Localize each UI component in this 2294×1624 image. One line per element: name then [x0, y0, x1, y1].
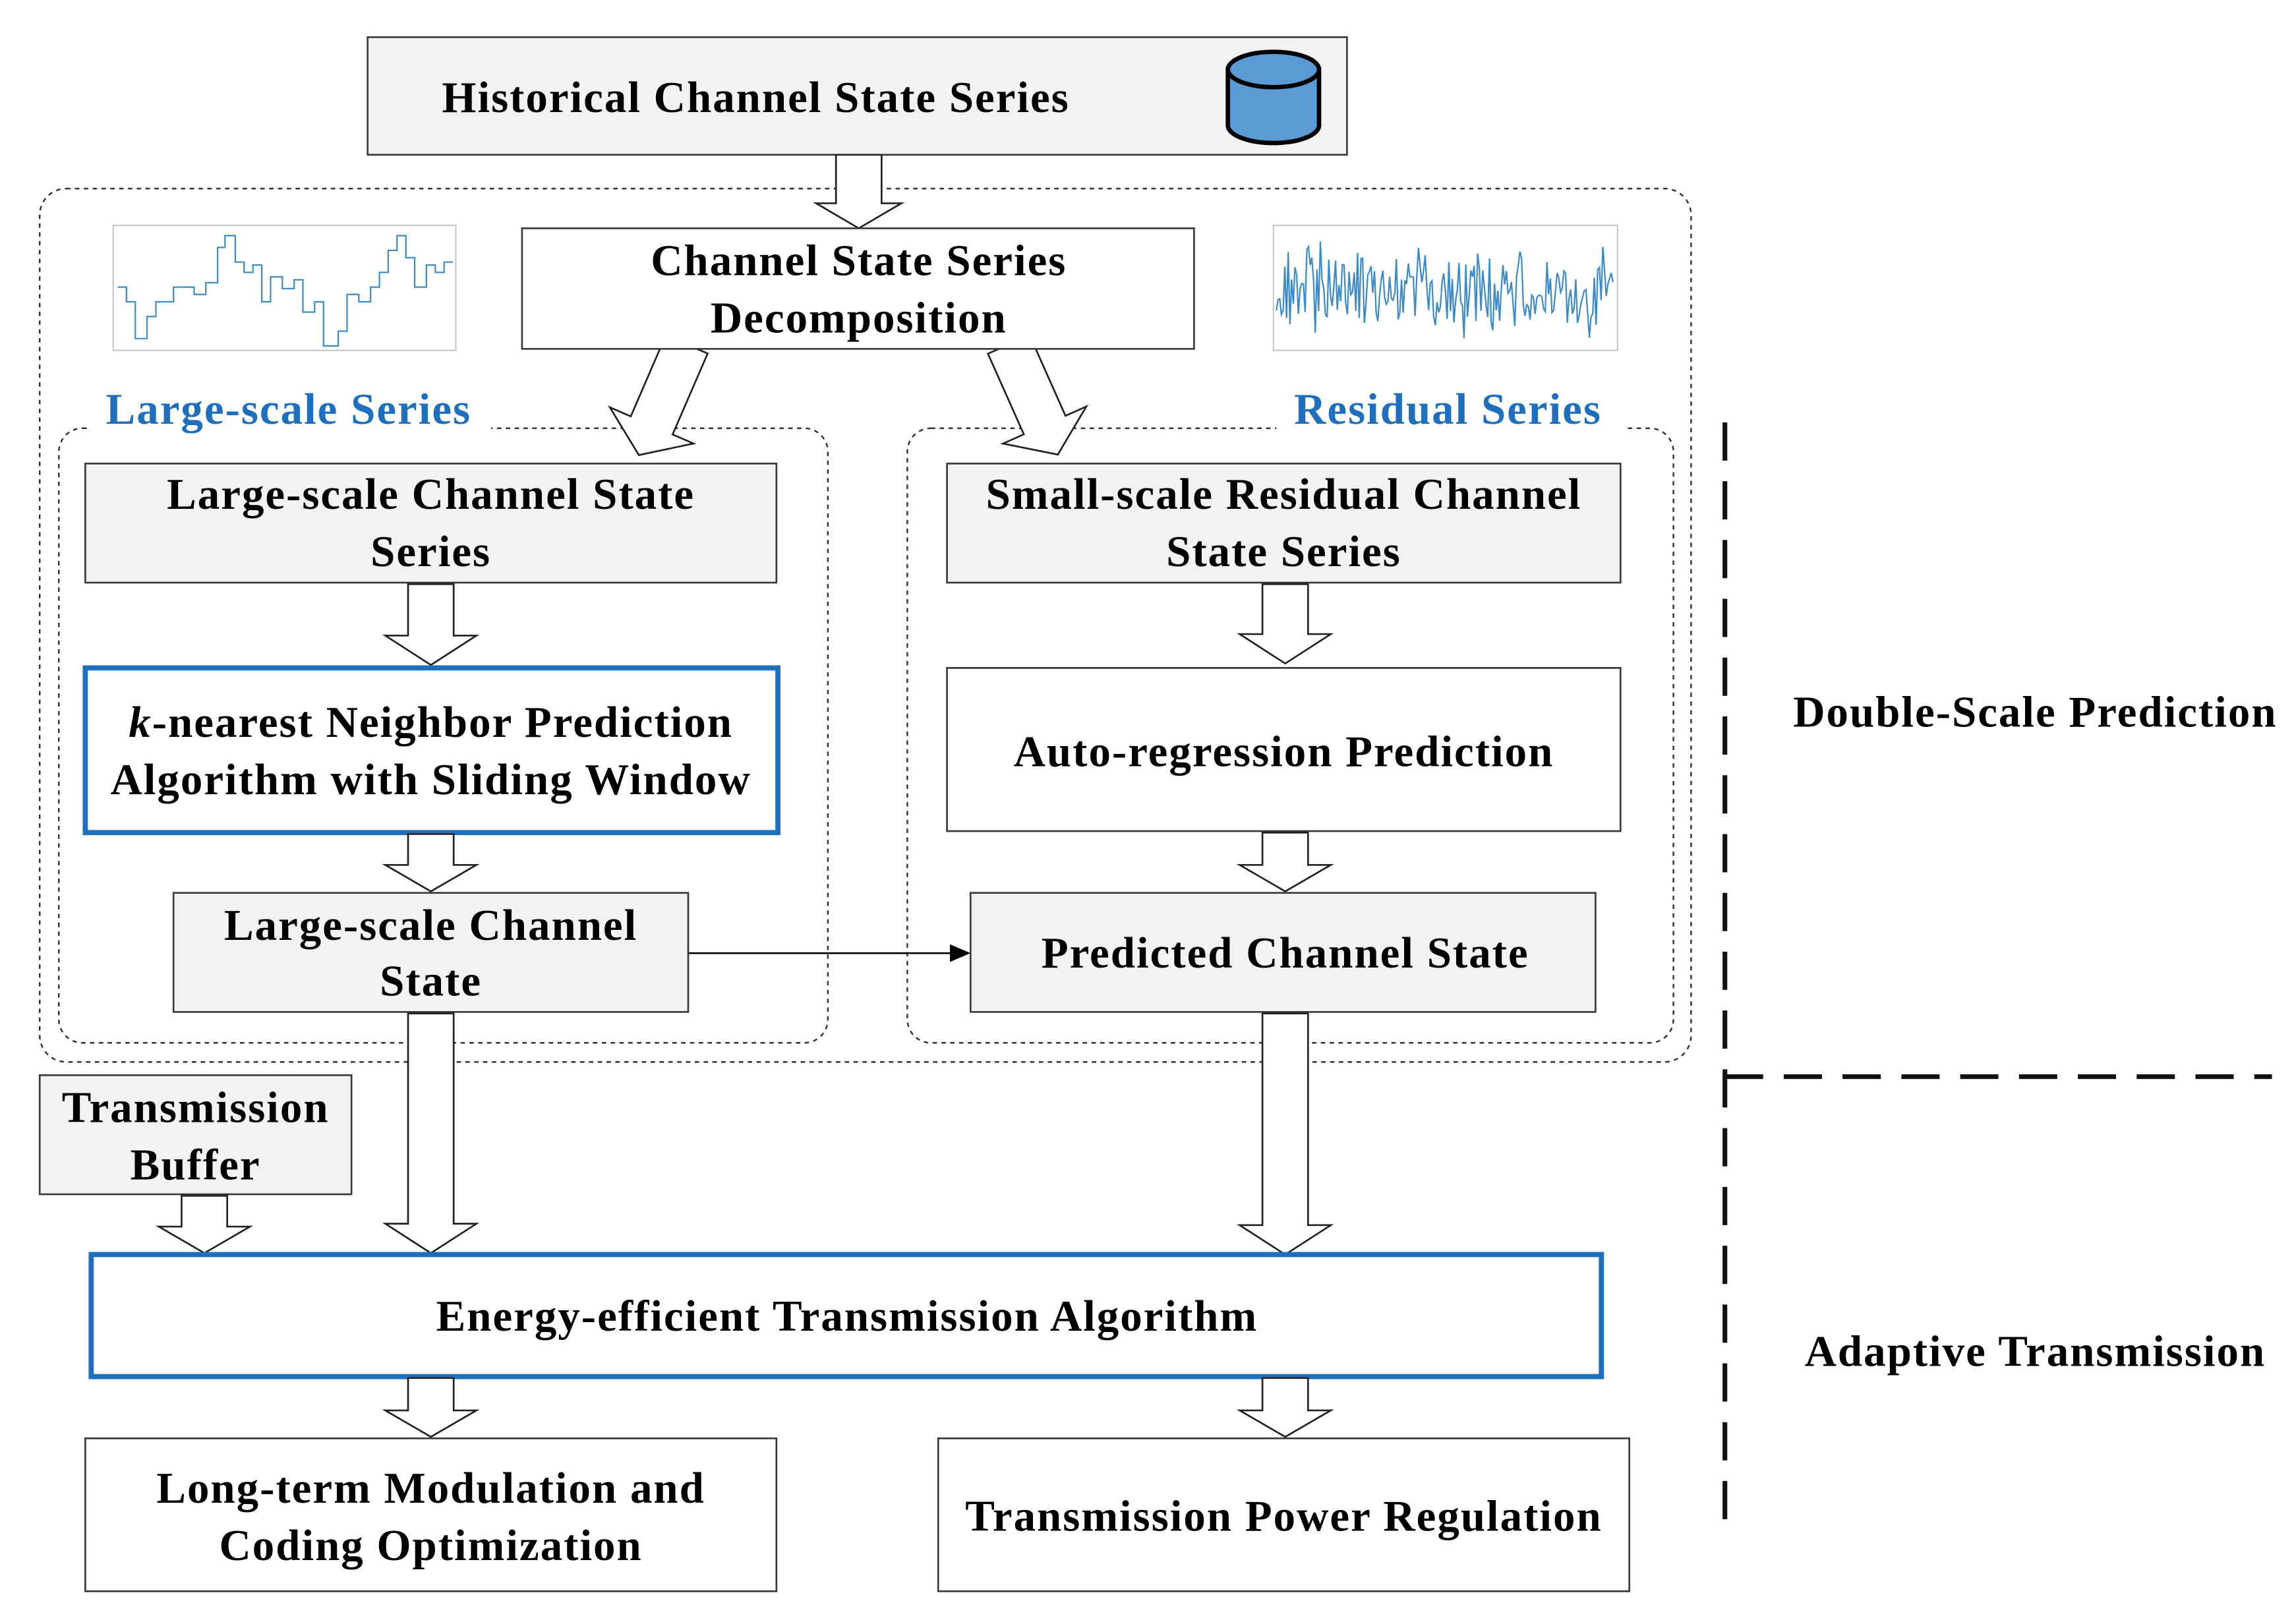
knn-predictor-box	[82, 665, 780, 836]
energy-efficient-algorithm-label: Energy-efficient Transmission Algorithm	[436, 1292, 1258, 1341]
arrow-decomposition-to-large-scale	[607, 334, 709, 457]
residual-series-box	[946, 462, 1622, 584]
arrow-algorithm-to-modulation	[382, 1377, 480, 1438]
modulation-coding-line-1: Long-term Modulation and	[156, 1464, 705, 1513]
large-scale-series-plot-line	[117, 235, 454, 347]
decomposition-line-1: Channel State Series	[651, 236, 1067, 285]
energy-efficient-algorithm-box	[88, 1252, 1604, 1379]
large-scale-series-line-1: Large-scale Channel State	[167, 470, 695, 519]
residual-series-label: Residual Series	[1294, 385, 1602, 434]
ar-predictor-label: Auto-regression Prediction	[1014, 728, 1554, 776]
arrow-residual-to-ar	[1236, 583, 1334, 665]
knn-predictor-line-2: Algorithm with Sliding Window	[110, 755, 751, 804]
knn-line-1-rest: -nearest Neighbor Prediction	[152, 698, 733, 747]
database-icon	[1225, 49, 1322, 146]
modulation-coding-line-2: Coding Optimization	[219, 1521, 642, 1570]
arrow-predicted-to-algorithm	[1236, 1012, 1334, 1256]
large-scale-state-line-1: Large-scale Channel	[224, 901, 637, 950]
residual-series-plot-line	[1276, 241, 1614, 339]
prediction-region	[39, 187, 1692, 1063]
arrow-knn-to-large-state	[382, 833, 480, 893]
knn-k-symbol: k	[129, 698, 152, 747]
power-regulation-box	[937, 1437, 1631, 1592]
transmission-buffer-box	[38, 1074, 353, 1196]
arrow-ar-to-predicted	[1236, 831, 1334, 893]
large-scale-series-line-2: Series	[370, 527, 491, 576]
arrow-large-state-to-predicted	[688, 944, 971, 962]
ar-predictor-box	[946, 667, 1622, 832]
residual-series-plot-icon	[1272, 224, 1618, 351]
historical-series-title: Historical Channel State Series	[442, 73, 1069, 122]
decomposition-line-2: Decomposition	[711, 293, 1007, 342]
large-scale-series-plot-icon	[112, 224, 457, 351]
large-scale-label-mask	[91, 386, 492, 439]
residual-series-line-1: Small-scale Residual Channel	[986, 470, 1582, 519]
modulation-coding-box	[84, 1437, 778, 1592]
stage-label-transmission: Adaptive Transmission	[1805, 1327, 2266, 1376]
predicted-state-box	[969, 892, 1597, 1013]
arrow-large-state-to-algorithm	[382, 1012, 480, 1254]
historical-series-box	[367, 36, 1348, 156]
residual-series-line-2: State Series	[1166, 527, 1401, 576]
large-scale-series-box	[84, 462, 778, 584]
arrow-algorithm-to-power	[1236, 1377, 1334, 1438]
decomposition-box	[521, 227, 1195, 350]
transmission-buffer-line-2: Buffer	[131, 1140, 261, 1189]
arrow-buffer-to-algorithm	[155, 1194, 254, 1254]
predicted-state-label: Predicted Channel State	[1042, 929, 1529, 977]
transmission-buffer-line-1: Transmission	[62, 1083, 330, 1132]
large-scale-state-line-2: State	[380, 957, 482, 1006]
residual-label-mask	[1276, 386, 1627, 439]
knn-predictor-line-1: k-nearest Neighbor Prediction	[129, 698, 733, 747]
stage-label-prediction: Double-Scale Prediction	[1793, 687, 2277, 736]
power-regulation-label: Transmission Power Regulation	[965, 1492, 1602, 1541]
arrow-source-to-decomposition	[813, 154, 905, 229]
large-scale-series-label: Large-scale Series	[106, 385, 471, 434]
residual-group	[906, 427, 1674, 1044]
arrow-large-series-to-knn	[382, 583, 480, 666]
